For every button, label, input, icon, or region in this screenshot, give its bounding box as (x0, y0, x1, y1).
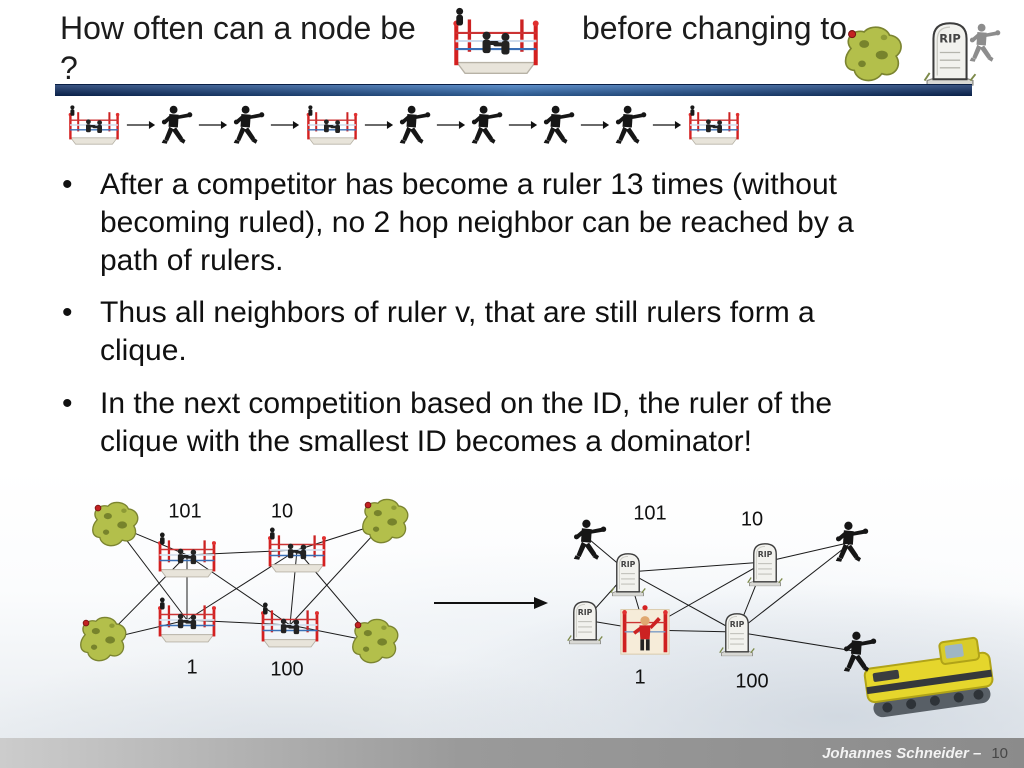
footer-author: Johannes Schneider – (822, 744, 982, 762)
boxing-ring-icon (66, 103, 122, 147)
boxing-ring-icon (265, 526, 329, 574)
boxing-ring-icon (258, 601, 322, 649)
graph-node-tBL (566, 595, 604, 650)
snow-vehicle-illustration (863, 636, 994, 718)
node-id-label: 10 (270, 500, 294, 523)
graph-node-blobTR (358, 497, 412, 552)
bullet-text: After a competitor has become a ruler 13… (100, 168, 854, 277)
graph-node-n10 (265, 526, 329, 579)
arrow-right-icon (508, 121, 538, 129)
bullet-list: After a competitor has become a ruler 13… (62, 166, 862, 476)
title-line2: ? (60, 50, 78, 86)
graph-node-t10 (746, 537, 784, 592)
boxing-ring-icon (686, 103, 742, 147)
boxer-icon (842, 629, 878, 675)
footer-bar: Johannes Schneider – 10 (0, 738, 1024, 768)
node-id-label: 10 (740, 508, 764, 531)
node-id-label: 101 (633, 502, 667, 525)
graph-node-n1 (155, 596, 219, 649)
title-line1-right: before changing to (582, 10, 848, 46)
graph-node-n100 (258, 601, 322, 654)
node-id-label: 1 (186, 656, 198, 679)
blob-icon (88, 500, 142, 550)
bullet-text: In the next competition based on the ID,… (100, 386, 833, 458)
arrow-right-icon (580, 121, 610, 129)
title-divider (55, 84, 972, 96)
arrow-right-icon (198, 121, 228, 129)
node-id-label: 100 (735, 670, 769, 693)
boxer-icon (614, 103, 648, 147)
graph-node-boxerBR (842, 629, 878, 680)
transition-arrow-icon (434, 597, 548, 609)
graph-node-n101 (155, 531, 219, 584)
graph-node-blobBR (348, 617, 402, 672)
boxer-icon (542, 103, 576, 147)
graph-node-w1 (619, 604, 671, 661)
node-id-label: 101 (168, 500, 202, 523)
bullet-item: In the next competition based on the ID,… (62, 385, 862, 461)
boxing-ring-icon (155, 531, 219, 579)
blob-icon (348, 617, 402, 667)
tombstone-icon (566, 595, 604, 645)
tombstone-icon (746, 537, 784, 587)
sponge-blob-icon (840, 24, 906, 91)
arrow-right-icon (436, 121, 466, 129)
boxer-icon (572, 517, 608, 563)
bullet-text: Thus all neighbors of ruler v, that are … (100, 296, 815, 368)
boxer-icon (968, 22, 1002, 69)
graph-node-blobBL (76, 615, 130, 670)
blob-icon (76, 615, 130, 665)
boxing-ring-icon (304, 103, 360, 147)
boxer-icon (398, 103, 432, 147)
chain-row (66, 100, 742, 150)
graph-node-boxerTL (572, 517, 608, 568)
node-id-label: 1 (634, 666, 646, 689)
node-id-label: 100 (270, 658, 304, 681)
graph-node-t101 (609, 547, 647, 602)
bullet-item: Thus all neighbors of ruler v, that are … (62, 294, 862, 370)
boxer-icon (470, 103, 504, 147)
page-number: 10 (991, 744, 1008, 762)
bullet-item: After a competitor has become a ruler 13… (62, 166, 862, 279)
boxer-icon (834, 519, 870, 565)
arrow-right-icon (652, 121, 682, 129)
boxer-icon (160, 103, 194, 147)
tombstone-icon (718, 607, 756, 657)
title-line1-left: How often can a node be (60, 10, 416, 46)
blob-icon (358, 497, 412, 547)
tombstone-icon (609, 547, 647, 597)
graph-node-t100 (718, 607, 756, 662)
arrow-right-icon (126, 121, 156, 129)
graph-node-blobTL (88, 500, 142, 555)
boxing-ring-icon (448, 6, 544, 81)
boxing-ring-icon (155, 596, 219, 644)
arrow-right-icon (364, 121, 394, 129)
arrow-right-icon (270, 121, 300, 129)
graph-node-boxerTR (834, 519, 870, 570)
winner-icon (619, 604, 671, 656)
boxer-icon (232, 103, 266, 147)
